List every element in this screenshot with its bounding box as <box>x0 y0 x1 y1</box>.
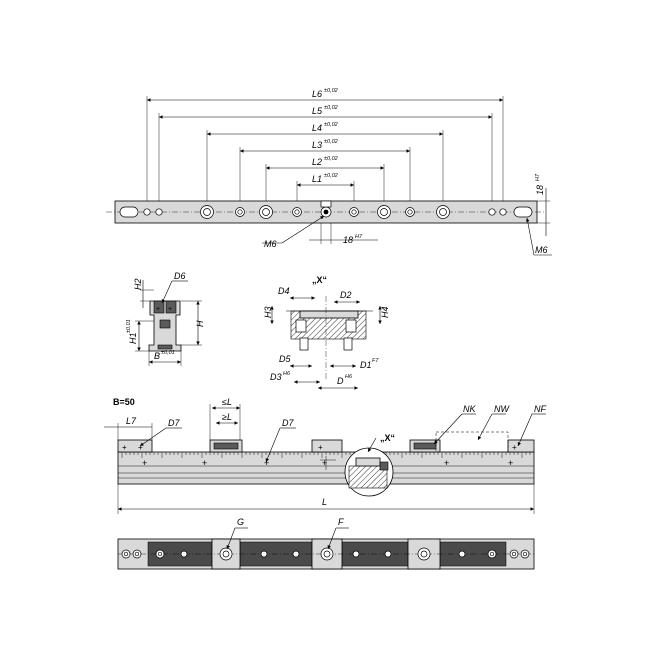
svg-text:+: + <box>122 443 127 452</box>
slot-18-label: 18 <box>343 235 353 245</box>
svg-text:+: + <box>156 306 160 313</box>
thread-m6-right-label: M6 <box>535 245 548 255</box>
middle-block <box>311 439 343 453</box>
dim-l1-tol: ±0,02 <box>324 173 338 179</box>
h2-label: H2 <box>133 278 143 290</box>
g-label: G <box>237 517 244 527</box>
d3-label: D3 <box>270 372 282 382</box>
d-label: D <box>337 376 344 386</box>
dim-l5-tol: ±0,02 <box>324 105 338 111</box>
svg-text:+: + <box>168 306 172 313</box>
d5-label: D5 <box>279 354 291 364</box>
center-slot-notch <box>320 200 332 208</box>
d3-tol: H6 <box>283 371 291 377</box>
rail-screws: + + + + + + <box>142 458 513 468</box>
d6-label: D6 <box>174 271 186 281</box>
svg-text:+: + <box>318 443 323 452</box>
bottom-holes <box>121 547 530 561</box>
height-18-label: 18 <box>535 185 545 195</box>
top-holes <box>143 205 507 219</box>
dim-l4-label: L4 <box>312 123 322 133</box>
lte-label: ≤L <box>222 397 232 407</box>
h1-label: H1 <box>128 332 138 344</box>
slot-18-tol: H7 <box>355 234 363 240</box>
dim-l5-label: L5 <box>312 106 323 116</box>
dim-l1-label: L1 <box>312 174 322 184</box>
b-value-label: B=50 <box>113 397 135 407</box>
svg-text:+: + <box>142 458 147 468</box>
h-label: H <box>195 320 205 327</box>
dim-l2-tol: ±0,02 <box>324 156 338 162</box>
d1-tol: F7 <box>372 358 379 364</box>
gte-label: ≥L <box>222 412 232 422</box>
f-label: F <box>338 517 344 527</box>
nw-region <box>435 431 509 453</box>
h4-label: H4 <box>380 306 390 318</box>
height-18-tol: H7 <box>535 173 541 181</box>
nw-label: NW <box>494 404 510 414</box>
svg-text:+: + <box>444 458 449 468</box>
d7-left-label: D7 <box>168 418 180 428</box>
d4-label: D4 <box>278 286 290 296</box>
top-dimension-lines <box>147 98 503 187</box>
right-end-slot <box>513 206 533 218</box>
l7-label: L7 <box>126 416 137 426</box>
svg-text:+: + <box>512 443 517 452</box>
svg-text:+: + <box>322 458 327 468</box>
svg-text:+: + <box>202 458 207 468</box>
d2-label: D2 <box>340 290 352 300</box>
nf-label: NF <box>534 404 546 414</box>
svg-text:+: + <box>508 458 513 468</box>
thread-m6-left-label: M6 <box>264 239 277 249</box>
top-view: L6 ±0,02 L5 ±0,02 L4 ±0,02 L3 ±0,02 L2 ±… <box>106 88 552 256</box>
left-end-slot <box>119 206 139 218</box>
b-label: B <box>154 351 160 361</box>
detail-view: „X“ D4 D2 H3 H4 D5 D1 F7 D3 H6 D H6 <box>263 275 390 390</box>
top-extension-lines <box>146 96 504 205</box>
dim-l6-tol: ±0,02 <box>324 88 338 94</box>
dim-l3-label: L3 <box>312 140 322 150</box>
dim-l4-tol: ±0,02 <box>324 122 338 128</box>
dim-l6-label: L6 <box>312 89 322 99</box>
h3-label: H3 <box>263 306 273 318</box>
bottom-view: G F <box>117 517 535 570</box>
side-view: B=50 + + + + + + ++ + + <box>104 397 546 514</box>
l-overall-label: L <box>322 497 327 507</box>
d1-label: D1 <box>360 360 372 370</box>
d7-right-label: D7 <box>282 418 294 428</box>
section-view: + + H2 D6 H1 ±0,01 H B ±0,01 <box>126 271 205 366</box>
b-tol: ±0,01 <box>161 350 175 356</box>
dim-l3-tol: ±0,02 <box>324 139 338 145</box>
detail-x-mark: „X“ <box>380 433 395 443</box>
svg-text:+: + <box>138 443 143 452</box>
nk-label: NK <box>463 404 476 414</box>
dim-l2-label: L2 <box>312 157 322 167</box>
svg-text:+: + <box>264 458 269 468</box>
h1-tol: ±0,01 <box>126 319 132 333</box>
d-tol: H6 <box>345 374 353 380</box>
detail-title: „X“ <box>312 275 327 285</box>
